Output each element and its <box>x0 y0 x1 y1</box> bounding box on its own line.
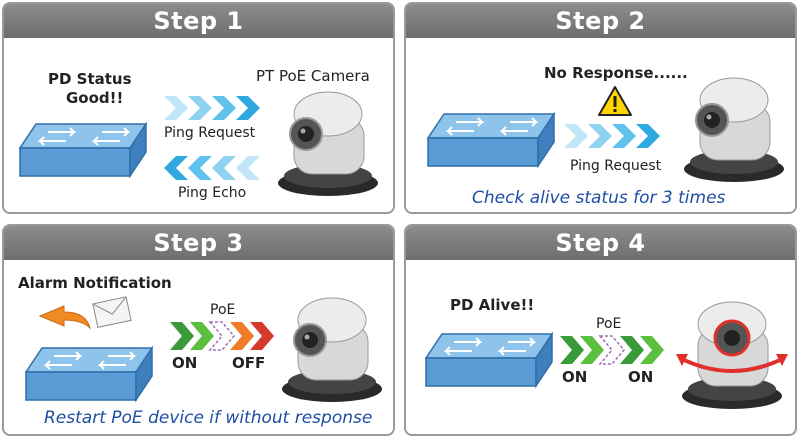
camera-icon <box>684 77 784 182</box>
poe-on-state: ON <box>172 354 198 372</box>
poe-label: PoE <box>596 316 622 332</box>
alarm-notification-label: Alarm Notification <box>18 274 172 292</box>
ping-request-label: Ping Request <box>164 125 256 141</box>
step-3-title: Step 3 <box>4 226 393 260</box>
check-alive-note: Check alive status for 3 times <box>472 188 726 208</box>
ping-request-label: Ping Request <box>570 158 662 174</box>
camera-icon <box>278 91 378 196</box>
pd-status-label: PD Status <box>48 70 132 88</box>
step-2-panel: Step 2 No Response...... Ping Request Ch… <box>404 2 797 214</box>
poe-on-off-arrows <box>170 321 274 351</box>
poe-on-on-arrows <box>560 335 664 365</box>
switch-icon <box>424 331 554 389</box>
ping-echo-arrows <box>164 156 260 180</box>
step-2-title: Step 2 <box>406 4 795 38</box>
ping-echo-label: Ping Echo <box>178 185 247 201</box>
step-1-panel: Step 1 PD Status Good!! PT PoE Camera Pi… <box>2 2 395 214</box>
poe-right-on-state: ON <box>628 368 654 386</box>
warning-icon <box>598 86 632 116</box>
switch-icon <box>24 345 154 403</box>
email-notification-icon <box>38 296 132 330</box>
no-response-label: No Response...... <box>544 64 688 82</box>
step-3-panel: Step 3 Alarm Notification PoE ON OFF Res… <box>2 224 395 436</box>
switch-icon <box>426 111 556 169</box>
step-4-title: Step 4 <box>406 226 795 260</box>
pd-status-value: Good!! <box>66 89 124 107</box>
poe-off-state: OFF <box>232 354 266 372</box>
pd-alive-label: PD Alive!! <box>450 296 535 314</box>
camera-icon <box>282 297 382 402</box>
ping-request-arrows <box>164 96 260 120</box>
restart-poe-note: Restart PoE device if without response <box>44 408 373 428</box>
poe-label: PoE <box>210 302 236 318</box>
ping-request-arrows <box>564 124 660 148</box>
step-4-panel: Step 4 PD Alive!! PoE ON ON <box>404 224 797 436</box>
device-label: PT PoE Camera <box>256 67 370 85</box>
switch-icon <box>18 121 148 179</box>
camera-rotating-icon <box>676 301 788 409</box>
poe-left-on-state: ON <box>562 368 588 386</box>
step-1-title: Step 1 <box>4 4 393 38</box>
